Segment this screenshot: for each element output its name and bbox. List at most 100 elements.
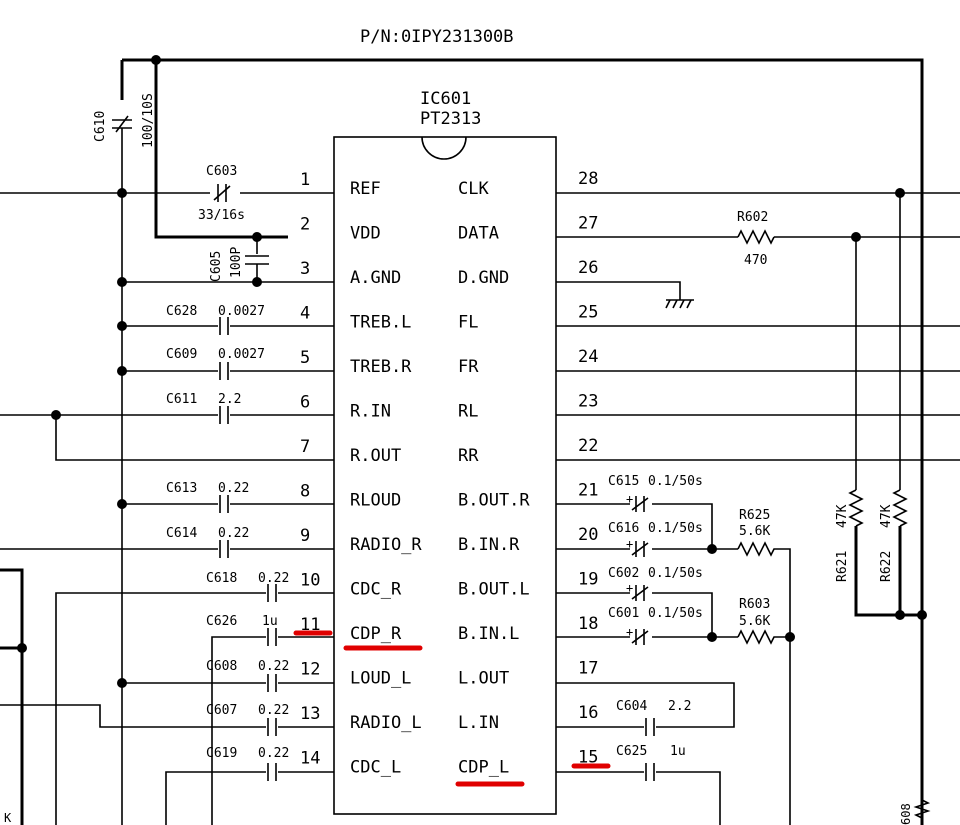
pin-number: 2 bbox=[300, 215, 310, 235]
c604-value: 2.2 bbox=[668, 699, 691, 714]
junction-dot bbox=[707, 544, 717, 554]
edge-label-k: K bbox=[4, 811, 12, 825]
c610-value: 100/10S bbox=[141, 93, 156, 148]
pin-name: DATA bbox=[458, 224, 499, 244]
pin-number: 12 bbox=[300, 660, 320, 680]
capacitors bbox=[218, 316, 656, 782]
c618-capacitor bbox=[266, 583, 278, 603]
pin-number: 14 bbox=[300, 749, 320, 769]
pin-number: 1 bbox=[300, 170, 310, 190]
c625-ref: C625 bbox=[616, 744, 647, 759]
junction-dot bbox=[151, 55, 161, 65]
pin-number: 13 bbox=[300, 704, 320, 724]
r603-resistor bbox=[737, 629, 790, 645]
pin-name: LOUD_L bbox=[350, 669, 411, 689]
pin-number: 4 bbox=[300, 304, 310, 324]
cdc-r-wire bbox=[55, 592, 334, 825]
pin-name: B.OUT.R bbox=[458, 491, 530, 511]
c619-ref: C619 bbox=[206, 746, 237, 761]
c608-capacitor bbox=[266, 673, 278, 693]
pin-name: RLOUD bbox=[350, 491, 401, 511]
c609-capacitor bbox=[218, 361, 230, 381]
c615-ref: C615 bbox=[608, 474, 639, 489]
c602-value: 0.1/50s bbox=[648, 566, 703, 581]
pin-number: 21 bbox=[578, 481, 598, 501]
svg-text:+: + bbox=[626, 581, 633, 595]
r621-ref: R621 bbox=[835, 551, 850, 582]
c601-capacitor: + bbox=[626, 625, 649, 645]
c601-value: 0.1/50s bbox=[648, 606, 703, 621]
ground-icon bbox=[665, 299, 694, 309]
c628-capacitor bbox=[218, 316, 230, 336]
c610-ref: C610 bbox=[93, 111, 108, 142]
pin-number: 7 bbox=[300, 437, 310, 457]
pin-number: 28 bbox=[578, 169, 598, 189]
c608-value: 0.22 bbox=[258, 659, 289, 674]
pin-number: 22 bbox=[578, 436, 598, 456]
pin-name: CDC_R bbox=[350, 580, 402, 600]
vdd-bus-wire bbox=[122, 58, 924, 825]
pin-name: L.OUT bbox=[458, 669, 509, 689]
c628-value: 0.0027 bbox=[218, 304, 265, 319]
c615-value: 0.1/50s bbox=[648, 474, 703, 489]
c613-value: 0.22 bbox=[218, 481, 249, 496]
pin-name: CLK bbox=[458, 179, 489, 199]
c607-ref: C607 bbox=[206, 703, 237, 718]
r602-resistor bbox=[737, 229, 775, 245]
pin-name: TREB.R bbox=[350, 357, 412, 377]
c626-capacitor bbox=[266, 627, 278, 647]
pin-number: 9 bbox=[300, 526, 310, 546]
dgnd-wire bbox=[556, 281, 681, 300]
c607-value: 0.22 bbox=[258, 703, 289, 718]
pin-name: TREB.L bbox=[350, 313, 411, 333]
pin-name: REF bbox=[350, 179, 381, 199]
pin-name: FR bbox=[458, 357, 479, 377]
c619-capacitor bbox=[266, 762, 278, 782]
c609-value: 0.0027 bbox=[218, 347, 265, 362]
pin-number: 10 bbox=[300, 571, 320, 591]
r622-resistor bbox=[892, 489, 908, 527]
junction-dot bbox=[117, 277, 127, 287]
c619-value: 0.22 bbox=[258, 746, 289, 761]
c603-ref: C603 bbox=[206, 164, 237, 179]
pin-name: CDP_L bbox=[458, 758, 509, 778]
c604-ref: C604 bbox=[616, 699, 647, 714]
r621-resistor bbox=[848, 489, 864, 527]
pin-number: 11 bbox=[300, 615, 320, 635]
c611-capacitor bbox=[218, 405, 230, 425]
junction-dot bbox=[117, 321, 127, 331]
pin-number: 8 bbox=[300, 482, 310, 502]
ic-name: PT2313 bbox=[420, 109, 481, 129]
pin-name: FL bbox=[458, 313, 478, 333]
c601-ref: C601 bbox=[608, 606, 639, 621]
part-number: P/N:0IPY231300B bbox=[360, 27, 514, 47]
r603-ref: R603 bbox=[739, 597, 770, 612]
pin-name: A.GND bbox=[350, 268, 401, 288]
pin-number: 27 bbox=[578, 214, 598, 234]
pin-name: RADIO_R bbox=[350, 535, 422, 555]
c626-ref: C626 bbox=[206, 614, 237, 629]
c616-capacitor: + bbox=[626, 537, 649, 557]
ic-body bbox=[333, 136, 557, 815]
pin-name: D.GND bbox=[458, 268, 509, 288]
junction-dot bbox=[117, 188, 127, 198]
cdp-l-wire bbox=[556, 771, 721, 825]
r602-value: 470 bbox=[744, 253, 767, 268]
c625-value: 1u bbox=[670, 744, 686, 759]
svg-text:+: + bbox=[626, 537, 633, 551]
pin-name: L.IN bbox=[458, 713, 499, 733]
junction-dot bbox=[917, 610, 927, 620]
c615-capacitor: + bbox=[626, 492, 649, 512]
pin-number: 17 bbox=[578, 659, 598, 679]
pin-number: 18 bbox=[578, 614, 598, 634]
svg-text:+: + bbox=[626, 625, 633, 639]
c626-value: 1u bbox=[262, 614, 278, 629]
c603-capacitor bbox=[210, 184, 240, 202]
c625-capacitor bbox=[644, 762, 656, 782]
c614-capacitor bbox=[218, 539, 230, 559]
pin-number: 25 bbox=[578, 303, 598, 323]
c613-capacitor bbox=[218, 494, 230, 514]
c613-ref: C613 bbox=[166, 481, 197, 496]
